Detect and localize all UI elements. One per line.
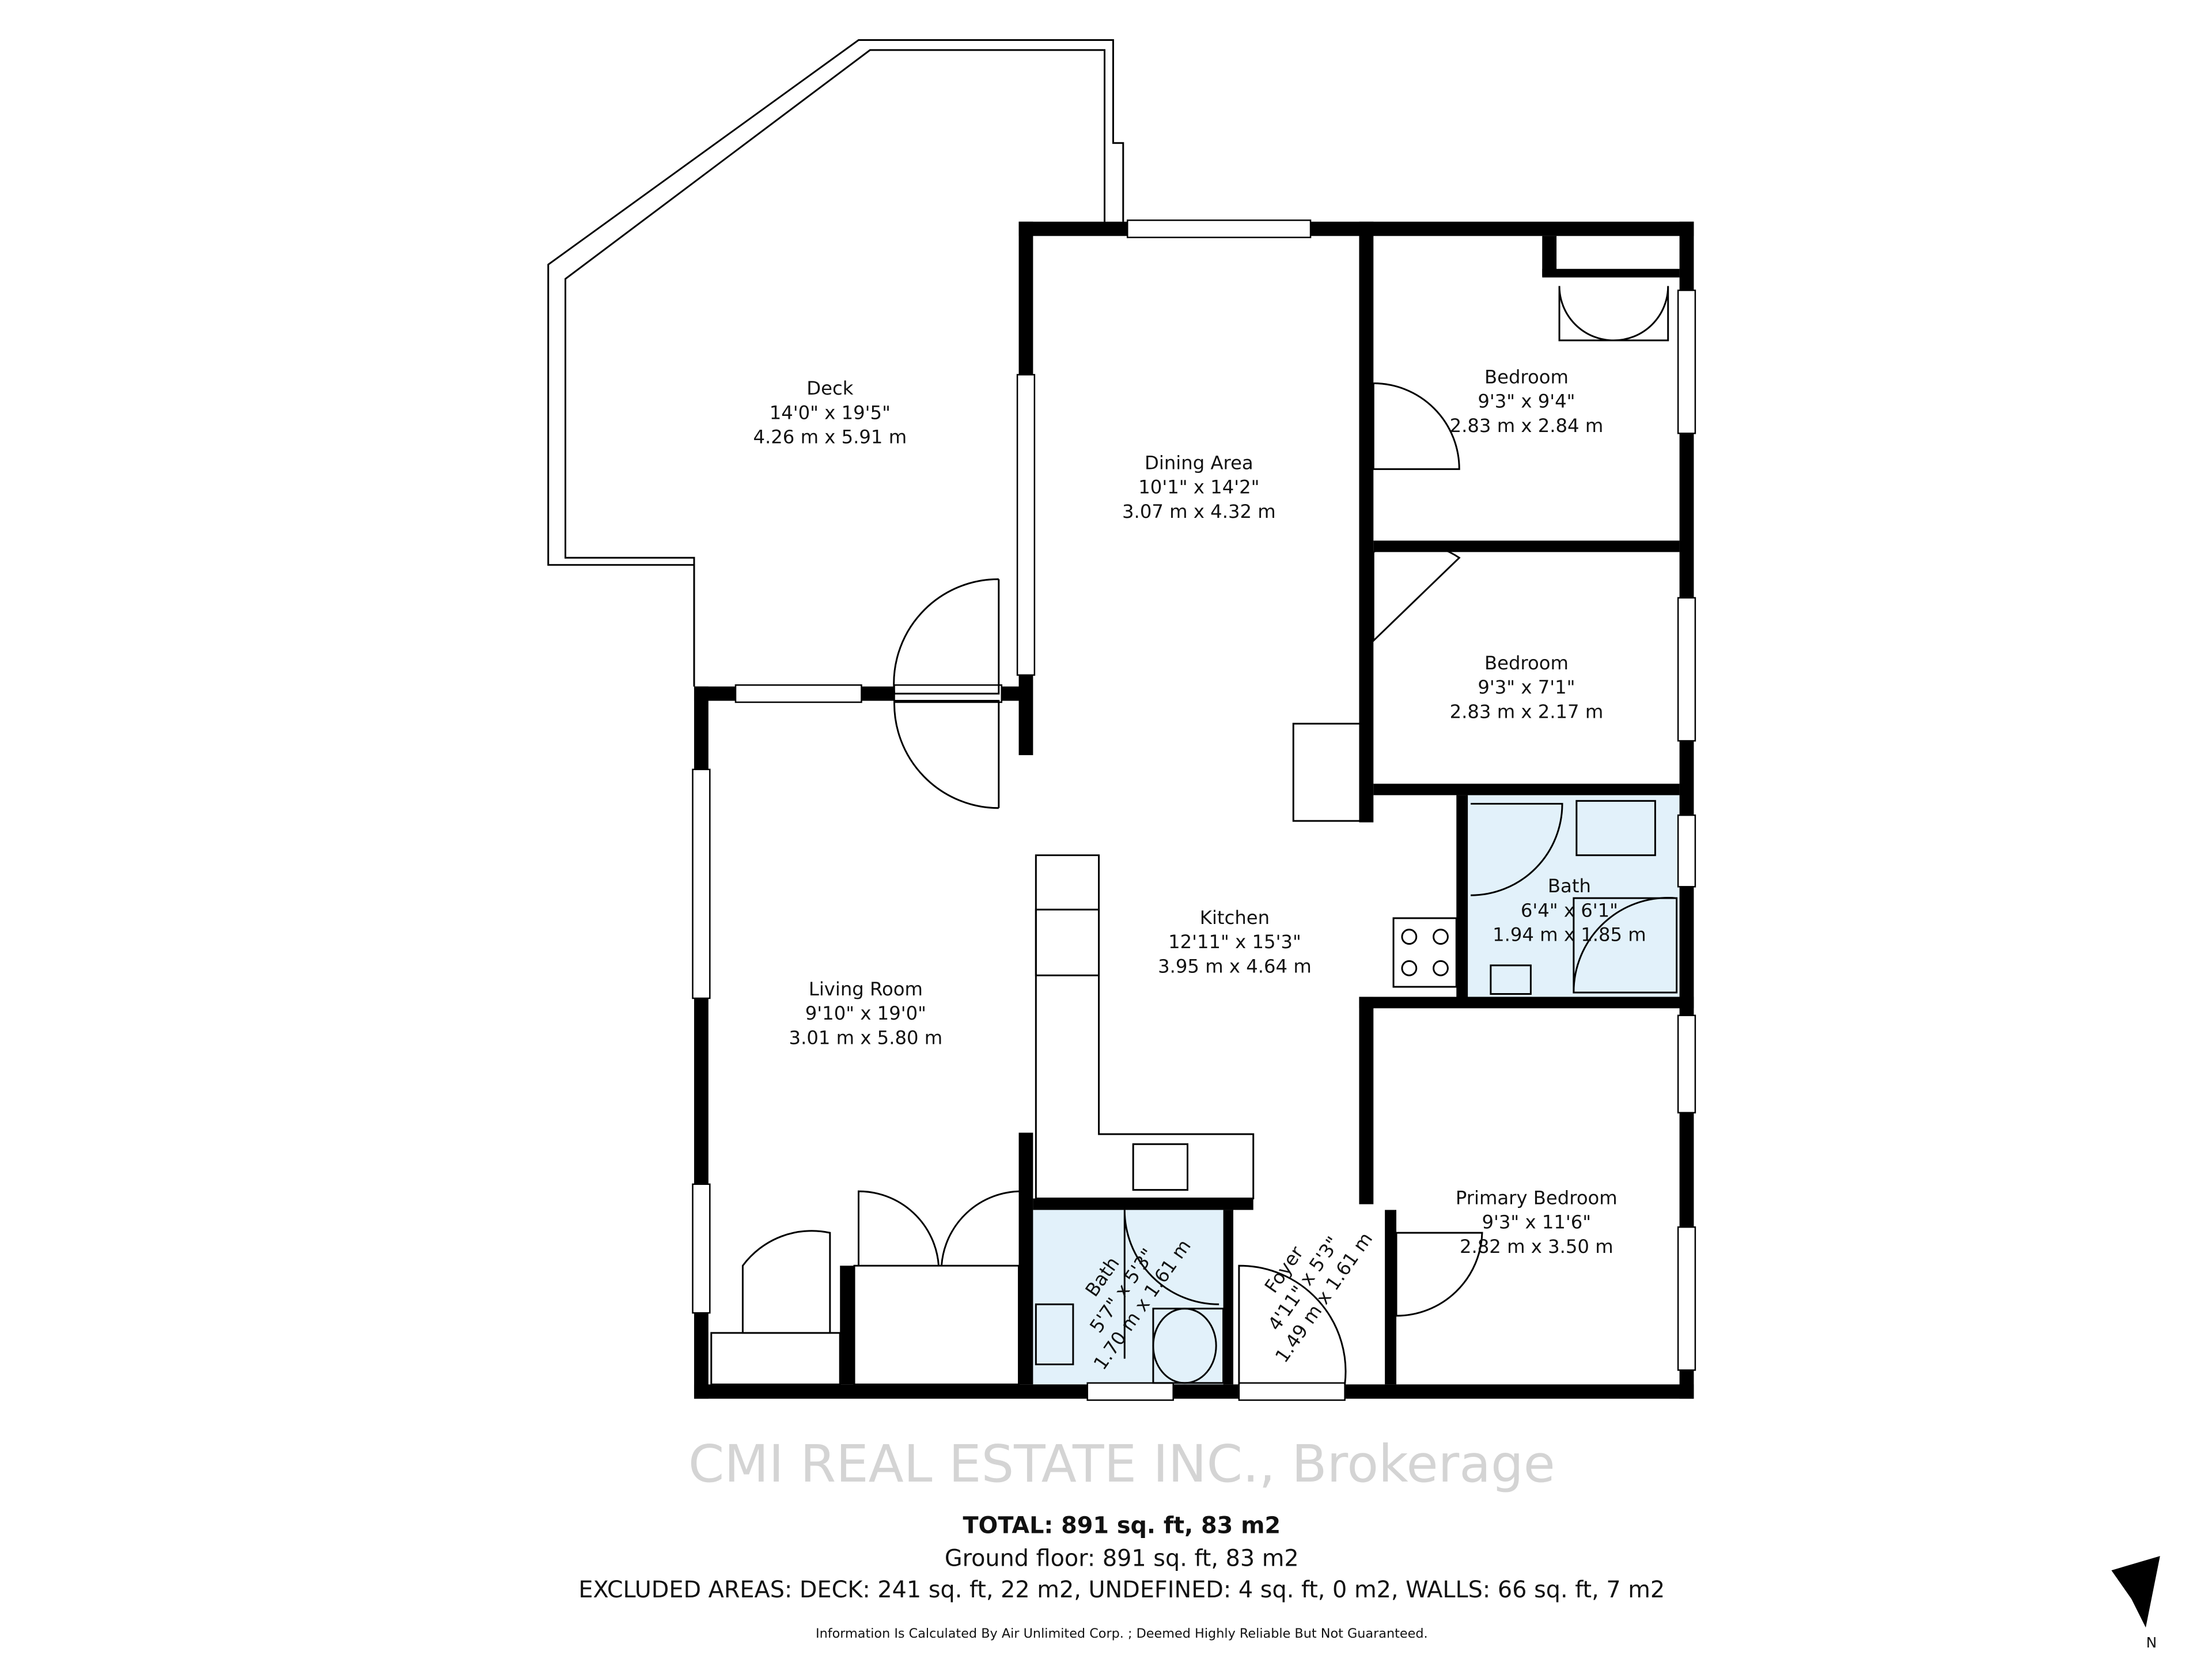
room-deck: Deck 14'0" x 19'5" 4.26 m x 5.91 m: [753, 377, 907, 448]
room-metric: 1.94 m x 1.85 m: [1493, 924, 1646, 946]
windows: [692, 219, 1696, 1401]
room-imperial: 14'0" x 19'5": [770, 402, 891, 423]
deck-outline: [565, 49, 1106, 687]
room-imperial: 9'3" x 7'1": [1478, 676, 1575, 698]
room-bedroom-2: Bedroom 9'3" x 7'1" 2.83 m x 2.17 m: [1450, 652, 1604, 722]
room-imperial: 12'11" x 15'3": [1168, 931, 1301, 953]
room-name: Dining Area: [1145, 452, 1253, 474]
room-metric: 3.95 m x 4.64 m: [1158, 955, 1312, 977]
room-imperial: 9'3" x 9'4": [1478, 391, 1575, 412]
watermark: CMI REAL ESTATE INC., Brokerage: [688, 1434, 1555, 1494]
disclaimer: Information Is Calculated By Air Unlimit…: [816, 1626, 1428, 1641]
room-metric: 2.83 m x 2.17 m: [1450, 700, 1604, 722]
room-name: Bath: [1548, 875, 1591, 897]
room-bath-1: Bath 6'4" x 6'1" 1.94 m x 1.85 m: [1493, 875, 1646, 945]
bath-floor-fill-2: [1033, 1210, 1224, 1385]
total-area: TOTAL: 891 sq. ft, 83 m2: [963, 1513, 1281, 1539]
room-name: Deck: [806, 377, 853, 399]
deck-railing: [547, 39, 1124, 687]
room-dining: Dining Area 10'1" x 14'2" 3.07 m x 4.32 …: [1122, 452, 1276, 522]
room-imperial: 9'10" x 19'0": [805, 1002, 926, 1024]
room-living: Living Room 9'10" x 19'0" 3.01 m x 5.80 …: [789, 978, 943, 1048]
room-name: Bedroom: [1484, 652, 1569, 674]
room-foyer: Foyer 4'11" x 5'3" 1.49 m x 1.61 m: [1260, 1228, 1377, 1366]
room-name: Living Room: [809, 978, 923, 1000]
north-label: N: [2146, 1634, 2157, 1651]
room-imperial: 9'3" x 11'6": [1482, 1211, 1591, 1233]
room-imperial: 10'1" x 14'2": [1138, 476, 1259, 498]
north-arrow-icon: [2111, 1556, 2160, 1628]
compass: N: [2111, 1556, 2160, 1651]
room-metric: 2.82 m x 3.50 m: [1460, 1236, 1613, 1257]
ground-floor-area: Ground floor: 891 sq. ft, 83 m2: [945, 1546, 1299, 1572]
room-name: Bedroom: [1484, 366, 1569, 388]
room-name: Primary Bedroom: [1456, 1187, 1618, 1209]
room-metric: 4.26 m x 5.91 m: [753, 426, 907, 448]
room-metric: 3.07 m x 4.32 m: [1122, 501, 1276, 522]
room-metric: 2.83 m x 2.84 m: [1450, 415, 1604, 437]
room-name: Kitchen: [1200, 907, 1270, 929]
room-bedroom-1: Bedroom 9'3" x 9'4" 2.83 m x 2.84 m: [1450, 366, 1604, 436]
room-kitchen: Kitchen 12'11" x 15'3" 3.95 m x 4.64 m: [1158, 907, 1312, 977]
excluded-areas: EXCLUDED AREAS: DECK: 241 sq. ft, 22 m2,…: [578, 1577, 1665, 1603]
room-metric: 3.01 m x 5.80 m: [789, 1027, 943, 1048]
doors-and-fixtures: [710, 286, 1678, 1385]
room-primary-bedroom: Primary Bedroom 9'3" x 11'6" 2.82 m x 3.…: [1456, 1187, 1618, 1257]
room-imperial: 6'4" x 6'1": [1521, 899, 1618, 921]
